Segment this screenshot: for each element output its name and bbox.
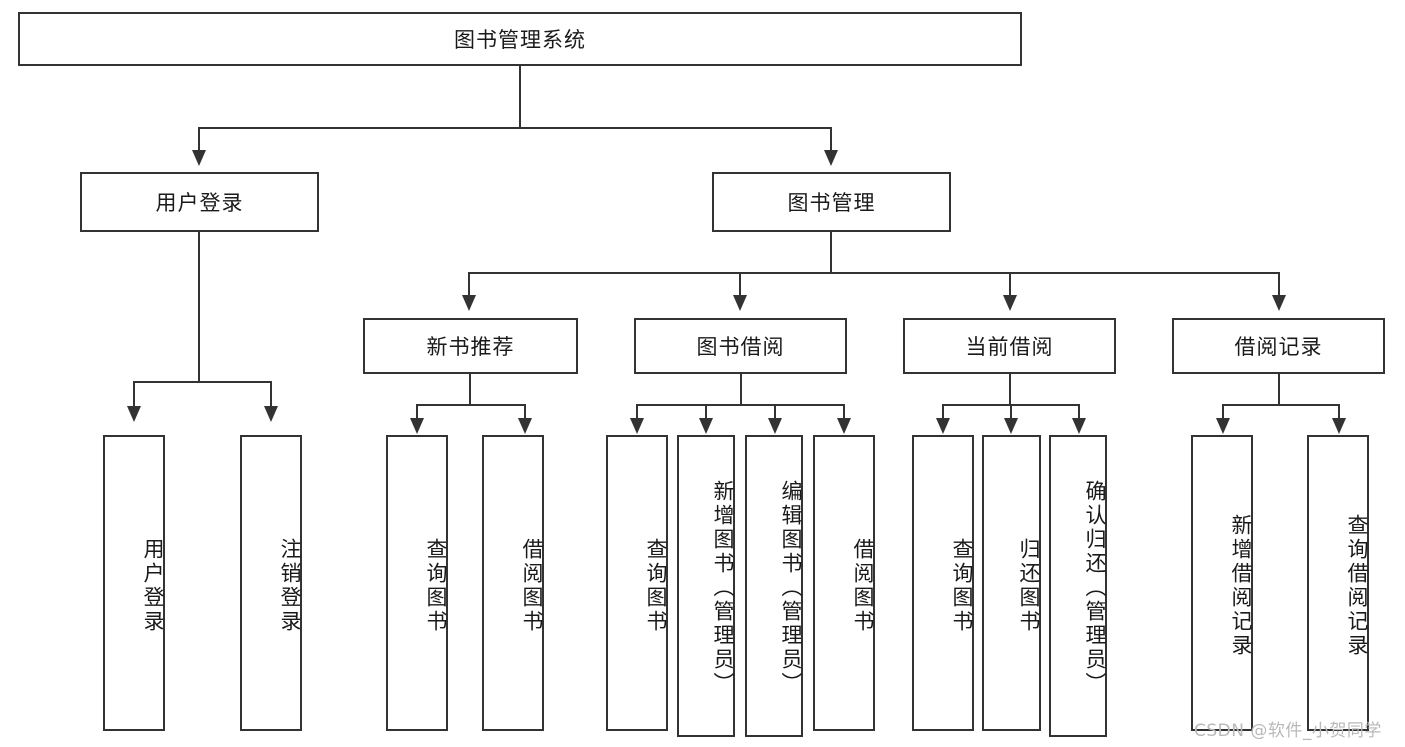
connector-bm-to-current-borrow bbox=[1009, 272, 1011, 298]
leaf-current-borrow-2[interactable]: 确认归还（管理员） bbox=[1049, 435, 1107, 737]
arrow-icon-current-borrow-leaf-2 bbox=[1072, 418, 1086, 434]
connector-root-bus bbox=[198, 127, 832, 129]
connector-root-to-book-management bbox=[830, 127, 832, 152]
connector-borrow-record-bus bbox=[1222, 404, 1340, 406]
connector-root-to-user-login bbox=[198, 127, 200, 152]
arrow-icon-bm-current-borrow bbox=[1003, 295, 1017, 311]
arrow-icon-book-borrow-leaf-0 bbox=[630, 418, 644, 434]
arrow-icon-user-login-leaf-1 bbox=[264, 406, 278, 422]
connector-bm-to-borrow-record bbox=[1278, 272, 1280, 298]
arrow-icon-bm-new-book bbox=[462, 295, 476, 311]
connector-book-borrow-leaf-0 bbox=[636, 404, 638, 424]
connector-bm-to-new-book bbox=[468, 272, 470, 298]
connector-book-borrow-leaf-1 bbox=[705, 404, 707, 424]
arrow-icon-borrow-record-leaf-1 bbox=[1332, 418, 1346, 434]
leaf-user-login-1[interactable]: 注销登录 bbox=[240, 435, 302, 731]
connector-current-borrow-stem bbox=[1009, 374, 1011, 406]
leaf-user-login-0[interactable]: 用户登录 bbox=[103, 435, 165, 731]
connector-book-borrow-stem bbox=[740, 374, 742, 406]
connector-current-borrow-leaf-2 bbox=[1078, 404, 1080, 424]
leaf-book-borrow-1[interactable]: 新增图书（管理员） bbox=[677, 435, 735, 737]
connector-current-borrow-leaf-0 bbox=[942, 404, 944, 424]
connector-borrow-record-stem bbox=[1278, 374, 1280, 406]
node-new-book-recommend[interactable]: 新书推荐 bbox=[363, 318, 578, 374]
connector-root-stem bbox=[519, 66, 521, 128]
leaf-new-book-recommend-1[interactable]: 借阅图书 bbox=[482, 435, 544, 731]
connector-borrow-record-leaf-1 bbox=[1338, 404, 1340, 424]
connector-new-book-leaf-0 bbox=[416, 404, 418, 424]
connector-user-login-to-leaf-1 bbox=[270, 381, 272, 409]
watermark-text: CSDN @软件_小贺同学 bbox=[1194, 721, 1382, 741]
leaf-new-book-recommend-0[interactable]: 查询图书 bbox=[386, 435, 448, 731]
arrow-icon-current-borrow-leaf-0 bbox=[936, 418, 950, 434]
leaf-book-borrow-0[interactable]: 查询图书 bbox=[606, 435, 668, 731]
node-current-borrow[interactable]: 当前借阅 bbox=[903, 318, 1116, 374]
connector-book-borrow-leaf-2 bbox=[774, 404, 776, 424]
connector-book-borrow-bus bbox=[636, 404, 844, 406]
arrow-icon-bm-book-borrow bbox=[733, 295, 747, 311]
arrow-icon-root-to-book-management bbox=[824, 150, 838, 166]
connector-user-login-stem bbox=[198, 232, 200, 382]
node-borrow-record[interactable]: 借阅记录 bbox=[1172, 318, 1385, 374]
connector-borrow-record-leaf-0 bbox=[1222, 404, 1224, 424]
node-user-login[interactable]: 用户登录 bbox=[80, 172, 319, 232]
arrow-icon-root-to-user-login bbox=[192, 150, 206, 166]
connector-book-management-stem bbox=[830, 232, 832, 274]
arrow-icon-new-book-leaf-0 bbox=[410, 418, 424, 434]
connector-new-book-bus bbox=[416, 404, 526, 406]
arrow-icon-book-borrow-leaf-3 bbox=[837, 418, 851, 434]
leaf-current-borrow-0[interactable]: 查询图书 bbox=[912, 435, 974, 731]
connector-user-login-to-leaf-0 bbox=[133, 381, 135, 409]
node-root-book-management-system[interactable]: 图书管理系统 bbox=[18, 12, 1022, 66]
arrow-icon-user-login-leaf-0 bbox=[127, 406, 141, 422]
connector-book-management-bus bbox=[468, 272, 1280, 274]
leaf-borrow-record-1[interactable]: 查询借阅记录 bbox=[1307, 435, 1369, 731]
connector-bm-to-book-borrow bbox=[739, 272, 741, 298]
arrow-icon-book-borrow-leaf-2 bbox=[768, 418, 782, 434]
connector-new-book-stem bbox=[469, 374, 471, 406]
leaf-book-borrow-2[interactable]: 编辑图书（管理员） bbox=[745, 435, 803, 737]
leaf-current-borrow-1[interactable]: 归还图书 bbox=[982, 435, 1041, 731]
arrow-icon-bm-borrow-record bbox=[1272, 295, 1286, 311]
arrow-icon-current-borrow-leaf-1 bbox=[1004, 418, 1018, 434]
node-book-borrow[interactable]: 图书借阅 bbox=[634, 318, 847, 374]
connector-user-login-bus bbox=[133, 381, 272, 383]
arrow-icon-book-borrow-leaf-1 bbox=[699, 418, 713, 434]
node-book-management[interactable]: 图书管理 bbox=[712, 172, 951, 232]
connector-new-book-leaf-1 bbox=[524, 404, 526, 424]
arrow-icon-borrow-record-leaf-0 bbox=[1216, 418, 1230, 434]
leaf-borrow-record-0[interactable]: 新增借阅记录 bbox=[1191, 435, 1253, 731]
connector-current-borrow-leaf-1 bbox=[1010, 404, 1012, 424]
connector-book-borrow-leaf-3 bbox=[843, 404, 845, 424]
leaf-book-borrow-3[interactable]: 借阅图书 bbox=[813, 435, 875, 731]
arrow-icon-new-book-leaf-1 bbox=[518, 418, 532, 434]
